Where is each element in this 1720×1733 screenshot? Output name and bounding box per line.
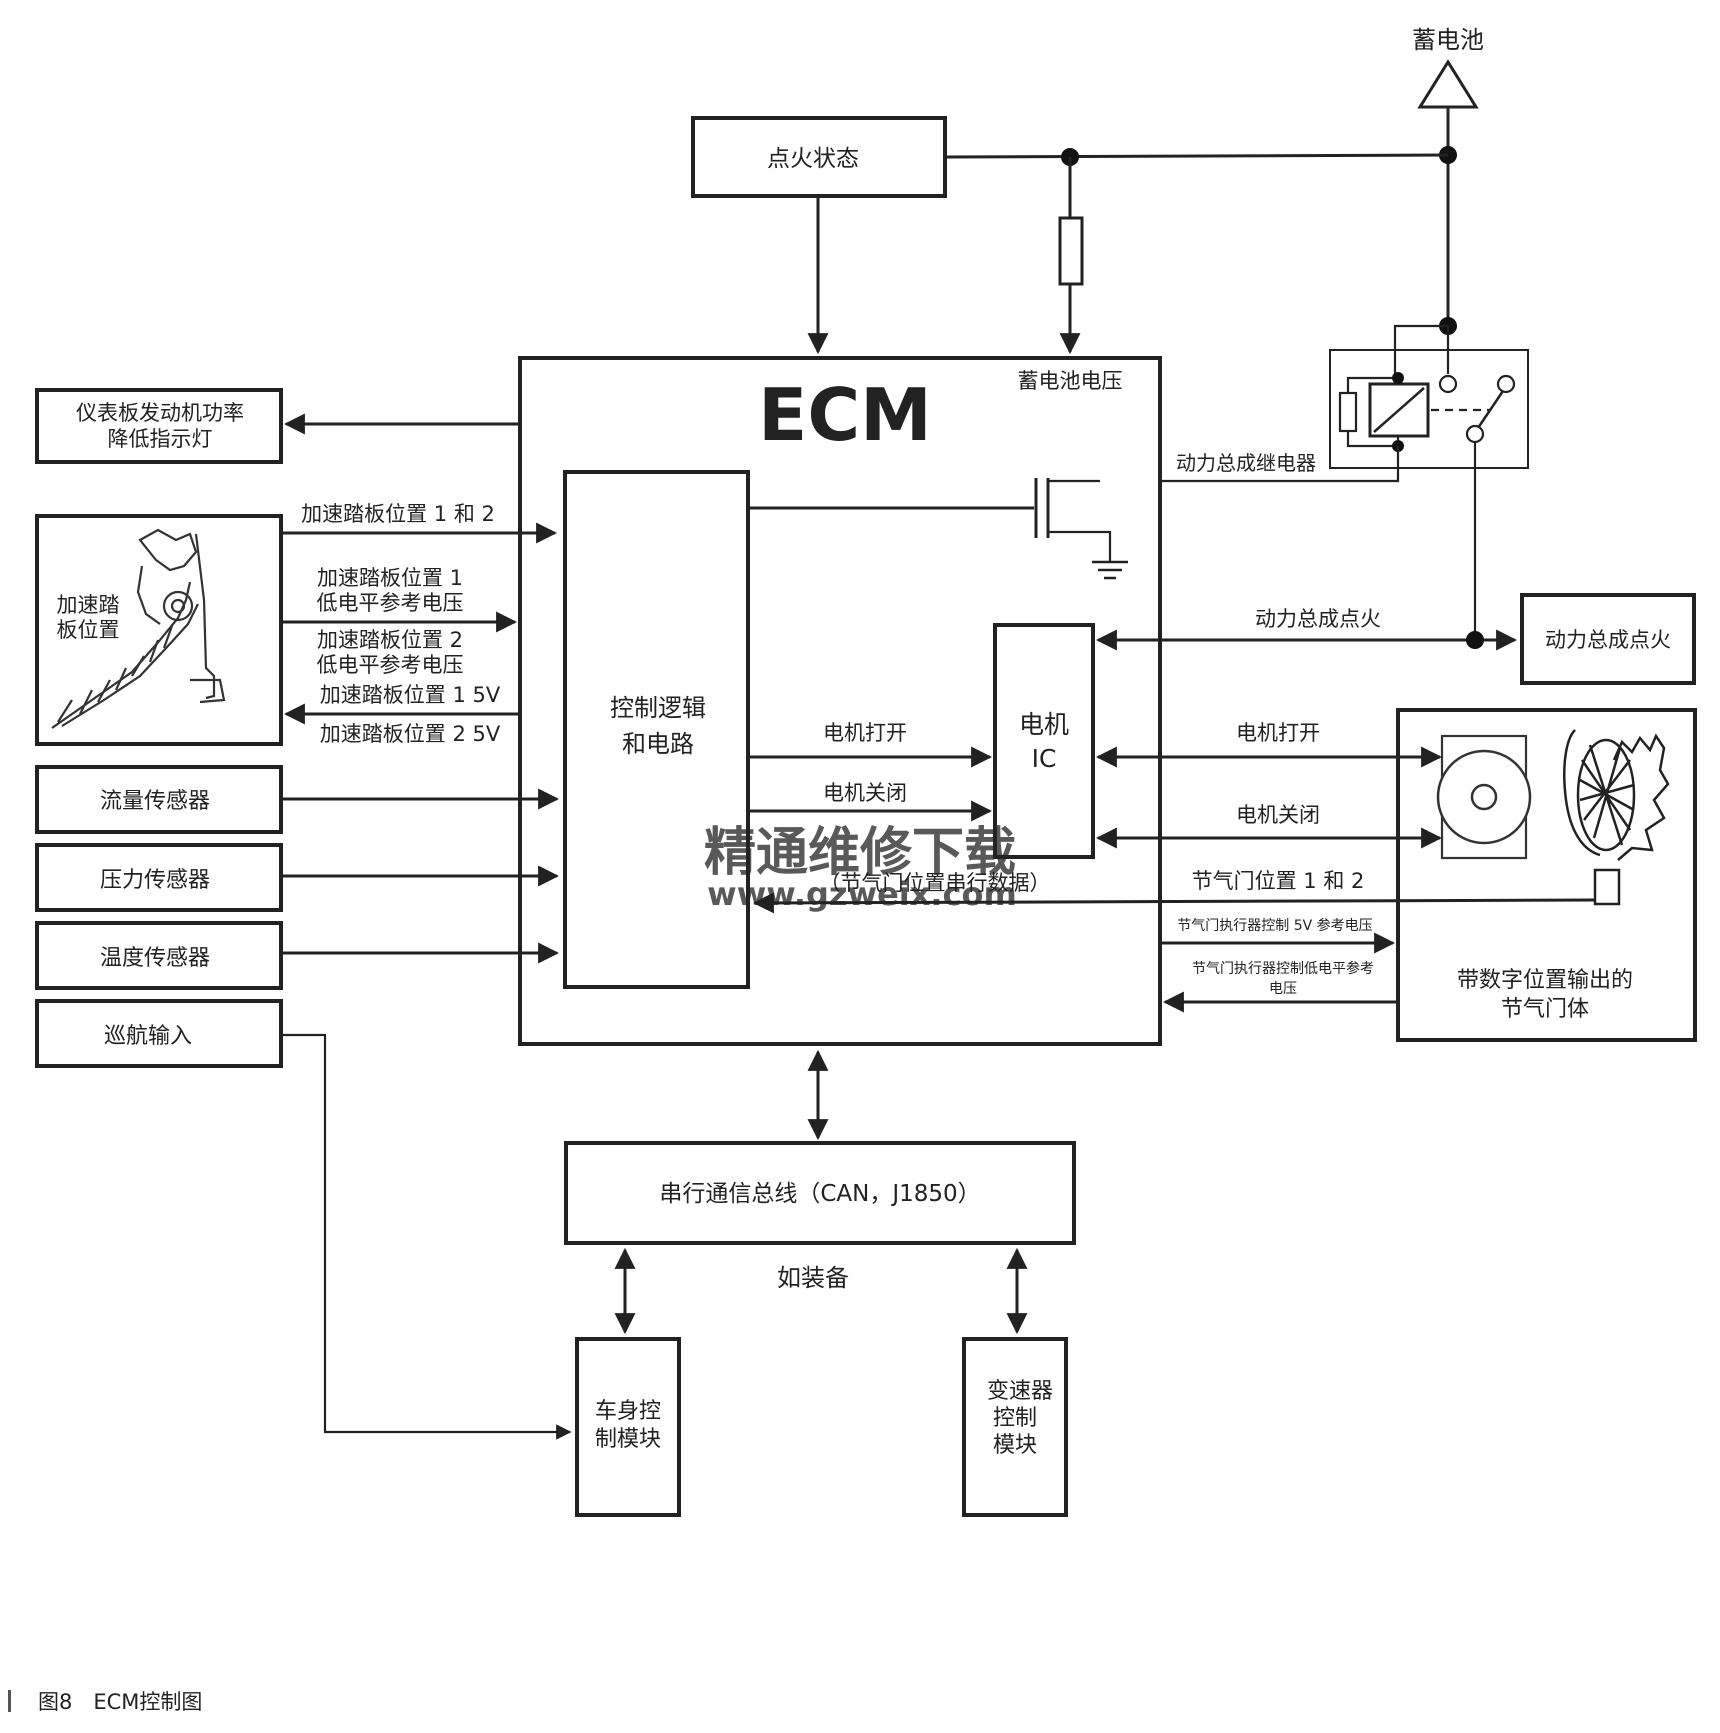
pedal-signal-label: 低电平参考电压 bbox=[317, 653, 464, 677]
if-equipped-label: 如装备 bbox=[777, 1264, 849, 1292]
throttle-gear-icon bbox=[1563, 729, 1670, 906]
powertrain-relay: 动力总成继电器 bbox=[1050, 324, 1529, 640]
motor-open-label: 电机打开 bbox=[823, 721, 907, 745]
throttle-5v-ref-label: 节气门执行器控制 5V 参考电压 bbox=[1177, 917, 1372, 934]
watermark-url: www.gzweix.com bbox=[707, 875, 1017, 913]
pedal-signal-label: 加速踏板位置 1 bbox=[317, 566, 463, 590]
powertrain-ignition-box-label: 动力总成点火 bbox=[1545, 628, 1671, 652]
serial-bus: 串行通信总线（CAN，J1850） 如装备 车身控 制模块 变速器 控制 模块 bbox=[564, 1049, 1076, 1517]
relay-label: 动力总成继电器 bbox=[1176, 451, 1316, 475]
motor-open-right-label: 电机打开 bbox=[1236, 721, 1320, 745]
throttle-low-ref-label: 节气门执行器控制低电平参考 bbox=[1192, 960, 1374, 977]
motor-ic-box bbox=[993, 623, 1095, 859]
transmission-module-box bbox=[962, 1337, 1068, 1517]
relay-resistor bbox=[1338, 391, 1358, 433]
ecm-title: ECM bbox=[758, 373, 932, 457]
motor-close-label: 电机关闭 bbox=[823, 781, 907, 805]
pedal-label: 板位置 bbox=[57, 618, 120, 642]
temperature-sensor-label: 温度传感器 bbox=[100, 946, 210, 971]
control-logic-box bbox=[563, 470, 750, 989]
pedal-signal-label: 加速踏板位置 1 和 2 bbox=[301, 502, 495, 526]
throttle-low-ref-label: 电压 bbox=[1269, 981, 1297, 997]
junction-dot bbox=[1466, 631, 1484, 649]
pedal-box bbox=[35, 514, 283, 746]
pedal-signal-label: 低电平参考电压 bbox=[317, 591, 464, 615]
caption-bar bbox=[8, 1690, 11, 1712]
reduced-power-lamp-label: 降低指示灯 bbox=[108, 427, 213, 451]
relay-switch-arm bbox=[1476, 387, 1507, 429]
control-logic-label: 和电路 bbox=[622, 730, 694, 758]
reduced-power-lamp-box bbox=[35, 388, 283, 464]
throttle-position-label: 节气门位置 1 和 2 bbox=[1192, 869, 1365, 893]
body-control-module-label: 车身控 bbox=[595, 1399, 661, 1424]
relay-contact bbox=[1465, 424, 1485, 444]
pressure-sensor-box bbox=[35, 843, 283, 912]
control-logic-label: 控制逻辑 bbox=[610, 694, 706, 722]
serial-bus-box bbox=[564, 1141, 1076, 1245]
relay-housing bbox=[1329, 349, 1529, 469]
cruise-input-box bbox=[35, 999, 283, 1068]
relay-contact bbox=[1496, 374, 1516, 394]
fuse-symbol bbox=[1058, 216, 1084, 286]
flow-sensor-label: 流量传感器 bbox=[100, 789, 210, 814]
caption-text: 图8 ECM控制图 bbox=[38, 1690, 202, 1714]
throttle-body-label: 带数字位置输出的 bbox=[1457, 968, 1633, 993]
cruise-input-label: 巡航输入 bbox=[104, 1024, 192, 1049]
throttle-serial-data-label: （节气门位置串行数据） bbox=[820, 871, 1051, 895]
watermark-text: 精通维修下载 bbox=[704, 823, 1016, 883]
ignition-status: 点火状态 bbox=[691, 116, 1449, 355]
motor-close-right-label: 电机关闭 bbox=[1236, 803, 1320, 827]
battery-label: 蓄电池 bbox=[1412, 26, 1484, 54]
cruise-input: 巡航输入 bbox=[35, 999, 572, 1440]
pressure-sensor-label: 压力传感器 bbox=[100, 868, 210, 893]
transmission-module-label: 控制 bbox=[993, 1406, 1037, 1431]
sensors: 流量传感器 压力传感器 温度传感器 bbox=[35, 765, 560, 990]
transmission-module-label: 变速器 bbox=[987, 1379, 1053, 1404]
body-control-module-label: 制模块 bbox=[595, 1427, 661, 1452]
pedal-signal-label: 加速踏板位置 1 5V bbox=[320, 683, 501, 707]
pedal-signal-label: 加速踏板位置 2 bbox=[317, 628, 463, 652]
accelerator-pedal-sensor: 加速踏 板位置 加速踏板位置 1 和 2 加速踏板位置 1 低电平参考电压 加速… bbox=[35, 502, 558, 746]
pedal-icon bbox=[51, 528, 226, 729]
motor-ic-label: IC bbox=[1032, 744, 1057, 773]
figure-caption: 图8 ECM控制图 bbox=[8, 1690, 202, 1714]
ecm-module: ECM 蓄电池电压 控制逻辑 和电路 电机 IC 电机打开 电机关闭 （节气门位… bbox=[518, 356, 1162, 1046]
motor-ic-label: 电机 bbox=[1019, 710, 1069, 739]
pedal-label: 加速踏 bbox=[57, 593, 120, 617]
throttle-motor-icon bbox=[1436, 734, 1532, 860]
transmission-module-label: 模块 bbox=[993, 1433, 1037, 1458]
ignition-status-label: 点火状态 bbox=[767, 146, 859, 172]
powertrain-ignition: 动力总成点火 动力总成点火 bbox=[1095, 593, 1696, 685]
battery-voltage-label: 蓄电池电压 bbox=[1018, 369, 1123, 393]
watermark: 精通维修下载 www.gzweix.com bbox=[704, 823, 1017, 913]
flow-sensor-box bbox=[35, 765, 283, 834]
relay-contact bbox=[1438, 374, 1458, 394]
body-control-module-box bbox=[575, 1337, 681, 1517]
throttle-body-label: 节气门体 bbox=[1501, 997, 1589, 1022]
pedal-signal-label: 加速踏板位置 2 5V bbox=[320, 722, 501, 746]
junction-dot bbox=[1392, 372, 1404, 384]
battery-symbol bbox=[1417, 59, 1479, 109]
reduced-power-lamp-label: 仪表板发动机功率 bbox=[76, 401, 244, 425]
serial-bus-label: 串行通信总线（CAN，J1850） bbox=[659, 1181, 980, 1207]
throttle-body: 带数字位置输出的 节气门体 电机打开 电机关闭 节气门位置 1 和 2 节气门执… bbox=[752, 708, 1697, 1042]
battery: 蓄电池 bbox=[1412, 26, 1484, 335]
powertrain-ignition-line-label: 动力总成点火 bbox=[1255, 607, 1381, 631]
temperature-sensor-box bbox=[35, 921, 283, 990]
powertrain-ignition-box bbox=[1520, 593, 1696, 685]
reduced-power-lamp: 仪表板发动机功率 降低指示灯 bbox=[35, 388, 520, 464]
